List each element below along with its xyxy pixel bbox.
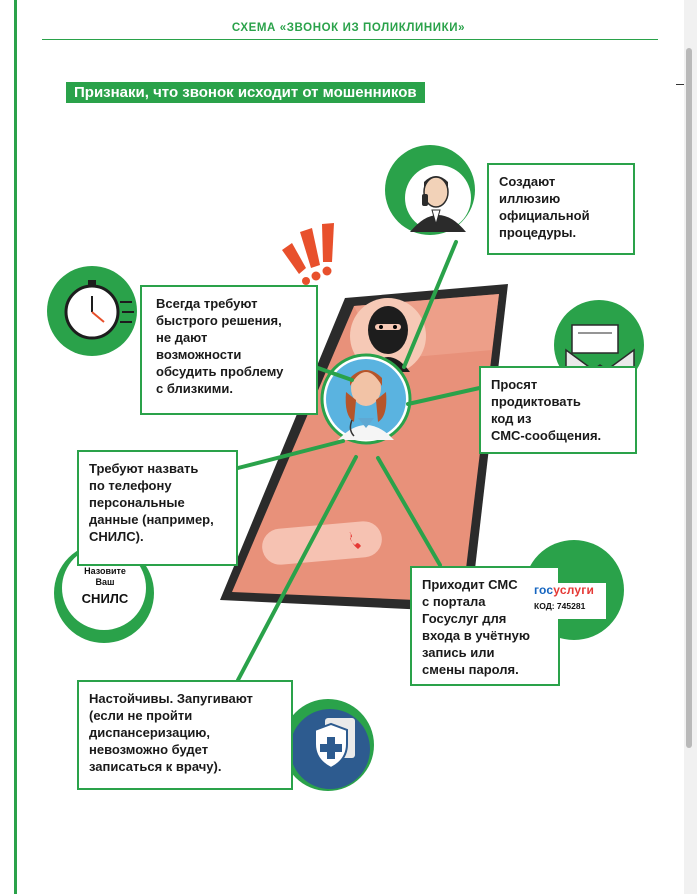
phone-handset-icon: [343, 525, 373, 555]
callout-line: иллюзию: [499, 191, 561, 206]
doctor-icon: [320, 353, 412, 445]
snils-line: СНИЛС: [81, 591, 129, 606]
callout-personal-data: Требуют назвать по телефону персональные…: [77, 450, 238, 566]
callout-pressure: Настойчивы. Запугивают (если не пройти д…: [77, 680, 293, 790]
gosuslugi-brand-a: гос: [534, 583, 554, 597]
callout-sms-code: Просят продиктовать код из СМС-сообщения…: [479, 366, 637, 454]
gosuslugi-logo: госуслуги КОД: 745281: [534, 583, 606, 619]
callout-line: официальной: [499, 208, 590, 223]
callout-line: записаться к врачу).: [89, 759, 222, 774]
callout-line: возможности: [156, 347, 242, 362]
callout-line: с портала: [422, 594, 486, 609]
callout-line: Приходит СМС: [422, 577, 518, 592]
callout-line: процедуры.: [499, 225, 577, 240]
callout-line: не дают: [156, 330, 208, 345]
callout-line: СНИЛС).: [89, 529, 144, 544]
scrollbar-thumb[interactable]: [686, 48, 692, 748]
callout-line: смены пароля.: [422, 662, 519, 677]
callout-line: Требуют назвать: [89, 461, 199, 476]
callout-official-procedure: Создают иллюзию официальной процедуры.: [487, 163, 635, 255]
snils-line: Назовите: [84, 566, 126, 576]
callout-line: СМС-сообщения.: [491, 428, 602, 443]
exclamation-marks-icon: [282, 223, 334, 285]
callout-line: Госуслуг для: [422, 611, 507, 626]
sms-code: КОД: 745281: [534, 601, 586, 611]
stopwatch-icon: [47, 266, 137, 356]
callout-line: Создают: [499, 174, 556, 189]
callout-line: быстрого решения,: [156, 313, 282, 328]
callout-line: диспансеризацию,: [89, 725, 211, 740]
callout-line: (если не пройти: [89, 708, 193, 723]
callout-line: обсудить проблему: [156, 364, 284, 379]
snils-badge-text: Назовите Ваш СНИЛС: [70, 566, 140, 608]
snils-line: Ваш: [95, 577, 115, 587]
callout-line: входа в учётную: [422, 628, 530, 643]
medical-shield-icon: [282, 699, 374, 791]
callout-line: Всегда требуют: [156, 296, 258, 311]
header-divider: [42, 39, 658, 40]
callout-line: по телефону: [89, 478, 172, 493]
callout-line: с близкими.: [156, 381, 233, 396]
callout-urgency: Всегда требуют быстрого решения, не дают…: [140, 285, 318, 415]
page-header-title: СХЕМА «ЗВОНОК ИЗ ПОЛИКЛИНИКИ»: [231, 22, 466, 34]
gosuslugi-brand-b: услуги: [553, 583, 595, 597]
callout-line: данные (например,: [89, 512, 214, 527]
callout-line: персональные: [89, 495, 185, 510]
callout-line: невозможно будет: [89, 742, 209, 757]
businessman-icon: [385, 145, 475, 235]
callout-line: Просят: [491, 377, 538, 392]
callout-line: код из: [491, 411, 532, 426]
gosuslugi-brand: госуслуги: [534, 583, 606, 597]
callout-line: продиктовать: [491, 394, 581, 409]
section-title: Признаки, что звонок исходит от мошенник…: [66, 82, 425, 103]
callout-line: запись или: [422, 645, 495, 660]
callout-gosuslugi-sms: Приходит СМС с портала Госуслуг для вход…: [410, 566, 560, 686]
callout-line: Настойчивы. Запугивают: [89, 691, 253, 706]
